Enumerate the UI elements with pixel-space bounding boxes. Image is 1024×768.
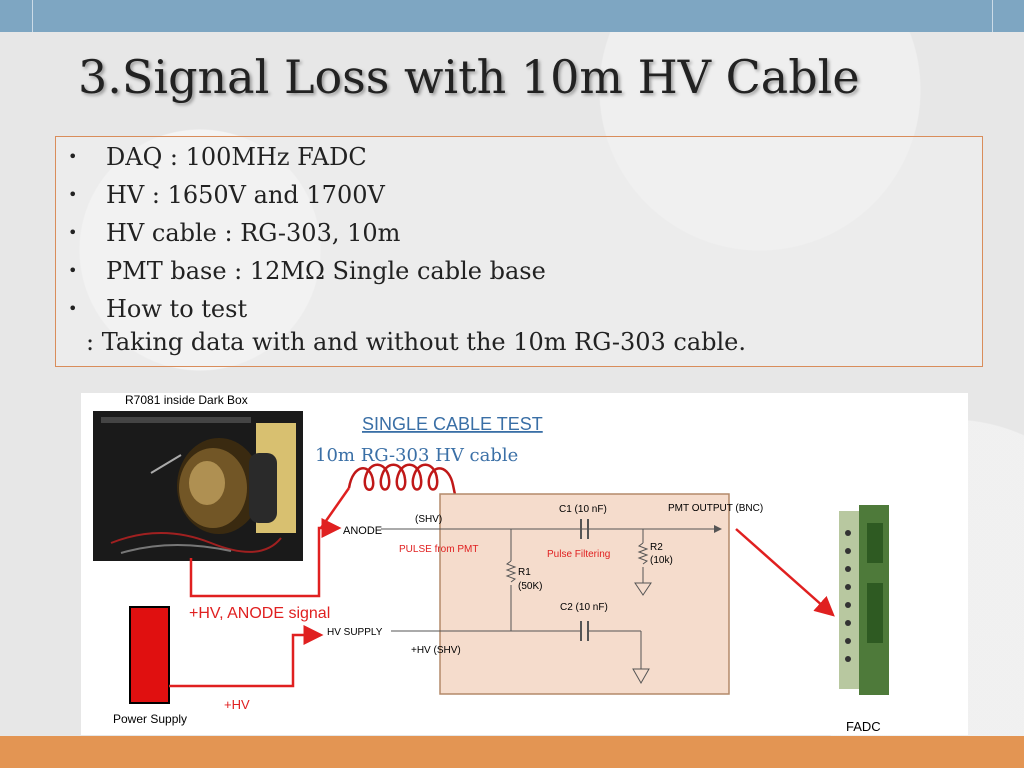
bottom-accent-bar (0, 736, 1024, 768)
hv-supply-path (169, 625, 324, 688)
r2-label: R2 (650, 542, 663, 553)
fadc-label: FADC (846, 719, 881, 734)
pulse-from-pmt-label: PULSE from PMT (399, 544, 478, 555)
top-bar-divider (32, 0, 33, 32)
test-description: : Taking data with and without the 10m R… (86, 328, 747, 356)
diagram-title: SINGLE CABLE TEST (362, 414, 543, 434)
anode-signal-path (189, 518, 342, 598)
output-to-fadc-arrow (735, 528, 835, 617)
bullet-marker: • (68, 147, 78, 166)
r2-resistor (637, 542, 649, 565)
hv-shv-label: +HV (SHV) (411, 645, 461, 656)
bullet-text: DAQ : 100MHz FADC (106, 143, 367, 171)
single-cable-test-diagram: R7081 inside Dark Box SINGLE CABLE TEST … (81, 393, 968, 735)
anode-label: ANODE (343, 525, 382, 537)
hv-supply-label: HV SUPPLY (327, 627, 383, 638)
diagram-canvas: R7081 inside Dark Box SINGLE CABLE TEST … (93, 393, 889, 734)
shv-top-label: (SHV) (415, 514, 442, 525)
hv-label: +HV (224, 697, 250, 712)
r1-label: R1 (518, 567, 531, 578)
c1-label: C1 (10 nF) (559, 504, 607, 515)
photo-caption: R7081 inside Dark Box (125, 393, 248, 407)
pmt-output-label: PMT OUTPUT (BNC) (668, 503, 763, 514)
hv-anode-signal-label: +HV, ANODE signal (189, 605, 330, 622)
bullet-text: How to test (106, 295, 248, 323)
bullet-marker: • (68, 185, 78, 204)
bullet-marker: • (68, 223, 78, 242)
power-supply-label: Power Supply (113, 712, 187, 726)
r1-resistor (505, 560, 517, 583)
circuit-box (439, 493, 730, 695)
r1-value: (50K) (518, 581, 542, 592)
bullet-text: PMT base : 12MΩ Single cable base (106, 257, 546, 285)
dark-box-photo (93, 411, 303, 561)
r2-value: (10k) (650, 555, 673, 566)
bullet-text: HV cable : RG-303, 10m (106, 219, 401, 247)
fadc-module (839, 505, 889, 695)
cable-label: 10m RG-303 HV cable (315, 445, 518, 466)
cable-coil (347, 463, 470, 536)
info-box: • DAQ : 100MHz FADC • HV : 1650V and 170… (55, 136, 983, 367)
power-supply-box (129, 606, 170, 704)
bullet-marker: • (68, 299, 78, 318)
top-bar-divider (992, 0, 993, 32)
pulse-filtering-label: Pulse Filtering (547, 549, 610, 560)
slide-title: 3.Signal Loss with 10m HV Cable (78, 50, 860, 104)
top-accent-bar (0, 0, 1024, 32)
bullet-text: HV : 1650V and 1700V (106, 181, 385, 209)
cable-to-anode-line (319, 487, 351, 529)
c2-label: C2 (10 nF) (560, 602, 608, 613)
ground-icon (634, 582, 652, 596)
bullet-marker: • (68, 261, 78, 280)
ground-icon (632, 668, 650, 685)
